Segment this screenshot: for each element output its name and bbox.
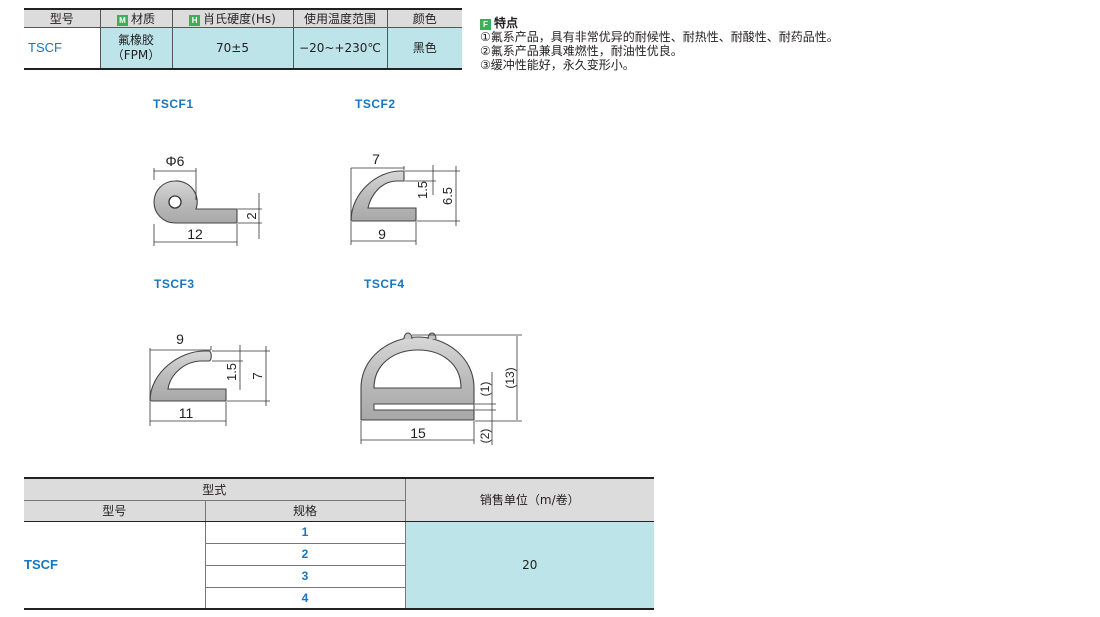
spec-material-cell: 氟橡胶 （FPM） <box>99 27 173 70</box>
tscf2-dim-top: 7 <box>372 151 380 167</box>
spec-header-material-label: 材质 <box>130 12 155 26</box>
features-title-text: 特点 <box>494 16 519 30</box>
tscf3-dim-height: 7 <box>250 372 265 379</box>
spec-header-temp: 使用温度范围 <box>292 8 388 28</box>
tscf3-drawing <box>149 345 270 426</box>
spec-color-cell: 黑色 <box>386 27 462 70</box>
hardness-badge-icon: H <box>189 15 201 26</box>
order-unit-cell: 20 <box>404 521 655 610</box>
tscf2-drawing <box>350 165 460 245</box>
tscf4-dim-base: (2) <box>478 429 492 444</box>
order-header-row-1: 型式 销售单位（m/卷） <box>24 477 655 522</box>
order-header-row-2: 型号 规格 <box>24 500 654 522</box>
spec-model-cell: TSCF <box>24 27 101 70</box>
spec-data-row: TSCF 氟橡胶 （FPM） 70±5 −20~+230℃ 黑色 <box>24 27 462 70</box>
tscf3-dim-thickness: 1.5 <box>224 363 239 381</box>
spec-temp-cell: −20~+230℃ <box>292 27 388 70</box>
table-row: 2 <box>24 543 654 566</box>
table-row: TSCF 1 20 <box>24 521 655 610</box>
order-spec-cell: 1 <box>204 521 406 544</box>
tscf4-dim-width: 15 <box>410 425 426 441</box>
features-badge-icon: F <box>480 19 491 30</box>
table-row: 4 <box>24 587 654 610</box>
diagram-label-tscf3: TSCF3 <box>154 277 195 291</box>
order-spec-cell: 3 <box>204 565 406 588</box>
tscf4-drawing <box>360 332 522 445</box>
tscf4-dim-slot: (1) <box>478 382 492 397</box>
order-spec-cell: 2 <box>204 543 406 566</box>
tscf2-dim-length: 9 <box>378 226 386 242</box>
tscf1-dim-thickness: 2 <box>244 212 259 219</box>
tscf1-drawing <box>153 168 262 246</box>
spec-header-hardness-label: 肖氏硬度(Hs) <box>203 12 276 26</box>
spec-header-model: 型号 <box>24 8 101 28</box>
diagram-label-tscf2: TSCF2 <box>355 97 396 111</box>
tscf1-dim-diameter: Φ6 <box>166 153 185 169</box>
diagram-label-tscf4: TSCF4 <box>364 277 405 291</box>
order-model-cell: TSCF <box>24 521 205 610</box>
tscf4-dim-height: (13) <box>503 367 517 388</box>
diagram-label-tscf1: TSCF1 <box>153 97 194 111</box>
tscf1-dim-length: 12 <box>187 226 203 242</box>
feature-item: ①氟系产品，具有非常优异的耐候性、耐热性、耐酸性、耐药品性。 <box>480 30 839 44</box>
feature-item: ③缓冲性能好，永久变形小。 <box>480 58 635 72</box>
spec-material-line2: （FPM） <box>111 47 161 62</box>
order-group-header: 型式 <box>24 477 406 501</box>
tscf2-dim-thickness: 1.5 <box>415 181 430 199</box>
spec-hardness-cell: 70±5 <box>171 27 294 70</box>
tscf2-dim-height: 6.5 <box>440 187 455 205</box>
order-table: 型式 销售单位（m/卷） 型号 规格 TSCF 1 20 2 3 4 <box>24 477 655 610</box>
order-model-header: 型号 <box>24 500 205 522</box>
spec-header-color: 颜色 <box>386 8 462 28</box>
order-spec-header: 规格 <box>204 500 406 522</box>
tscf3-dim-length: 11 <box>179 405 194 421</box>
feature-item: ②氟系产品兼具难燃性，耐油性优良。 <box>480 44 683 58</box>
order-unit-header: 销售单位（m/卷） <box>404 477 655 522</box>
tscf3-dim-top: 9 <box>176 331 184 347</box>
spec-material-line1: 氟橡胶 <box>117 32 154 47</box>
order-spec-cell: 4 <box>204 587 406 610</box>
table-row: 3 <box>24 565 654 588</box>
material-badge-icon: M <box>116 15 128 26</box>
